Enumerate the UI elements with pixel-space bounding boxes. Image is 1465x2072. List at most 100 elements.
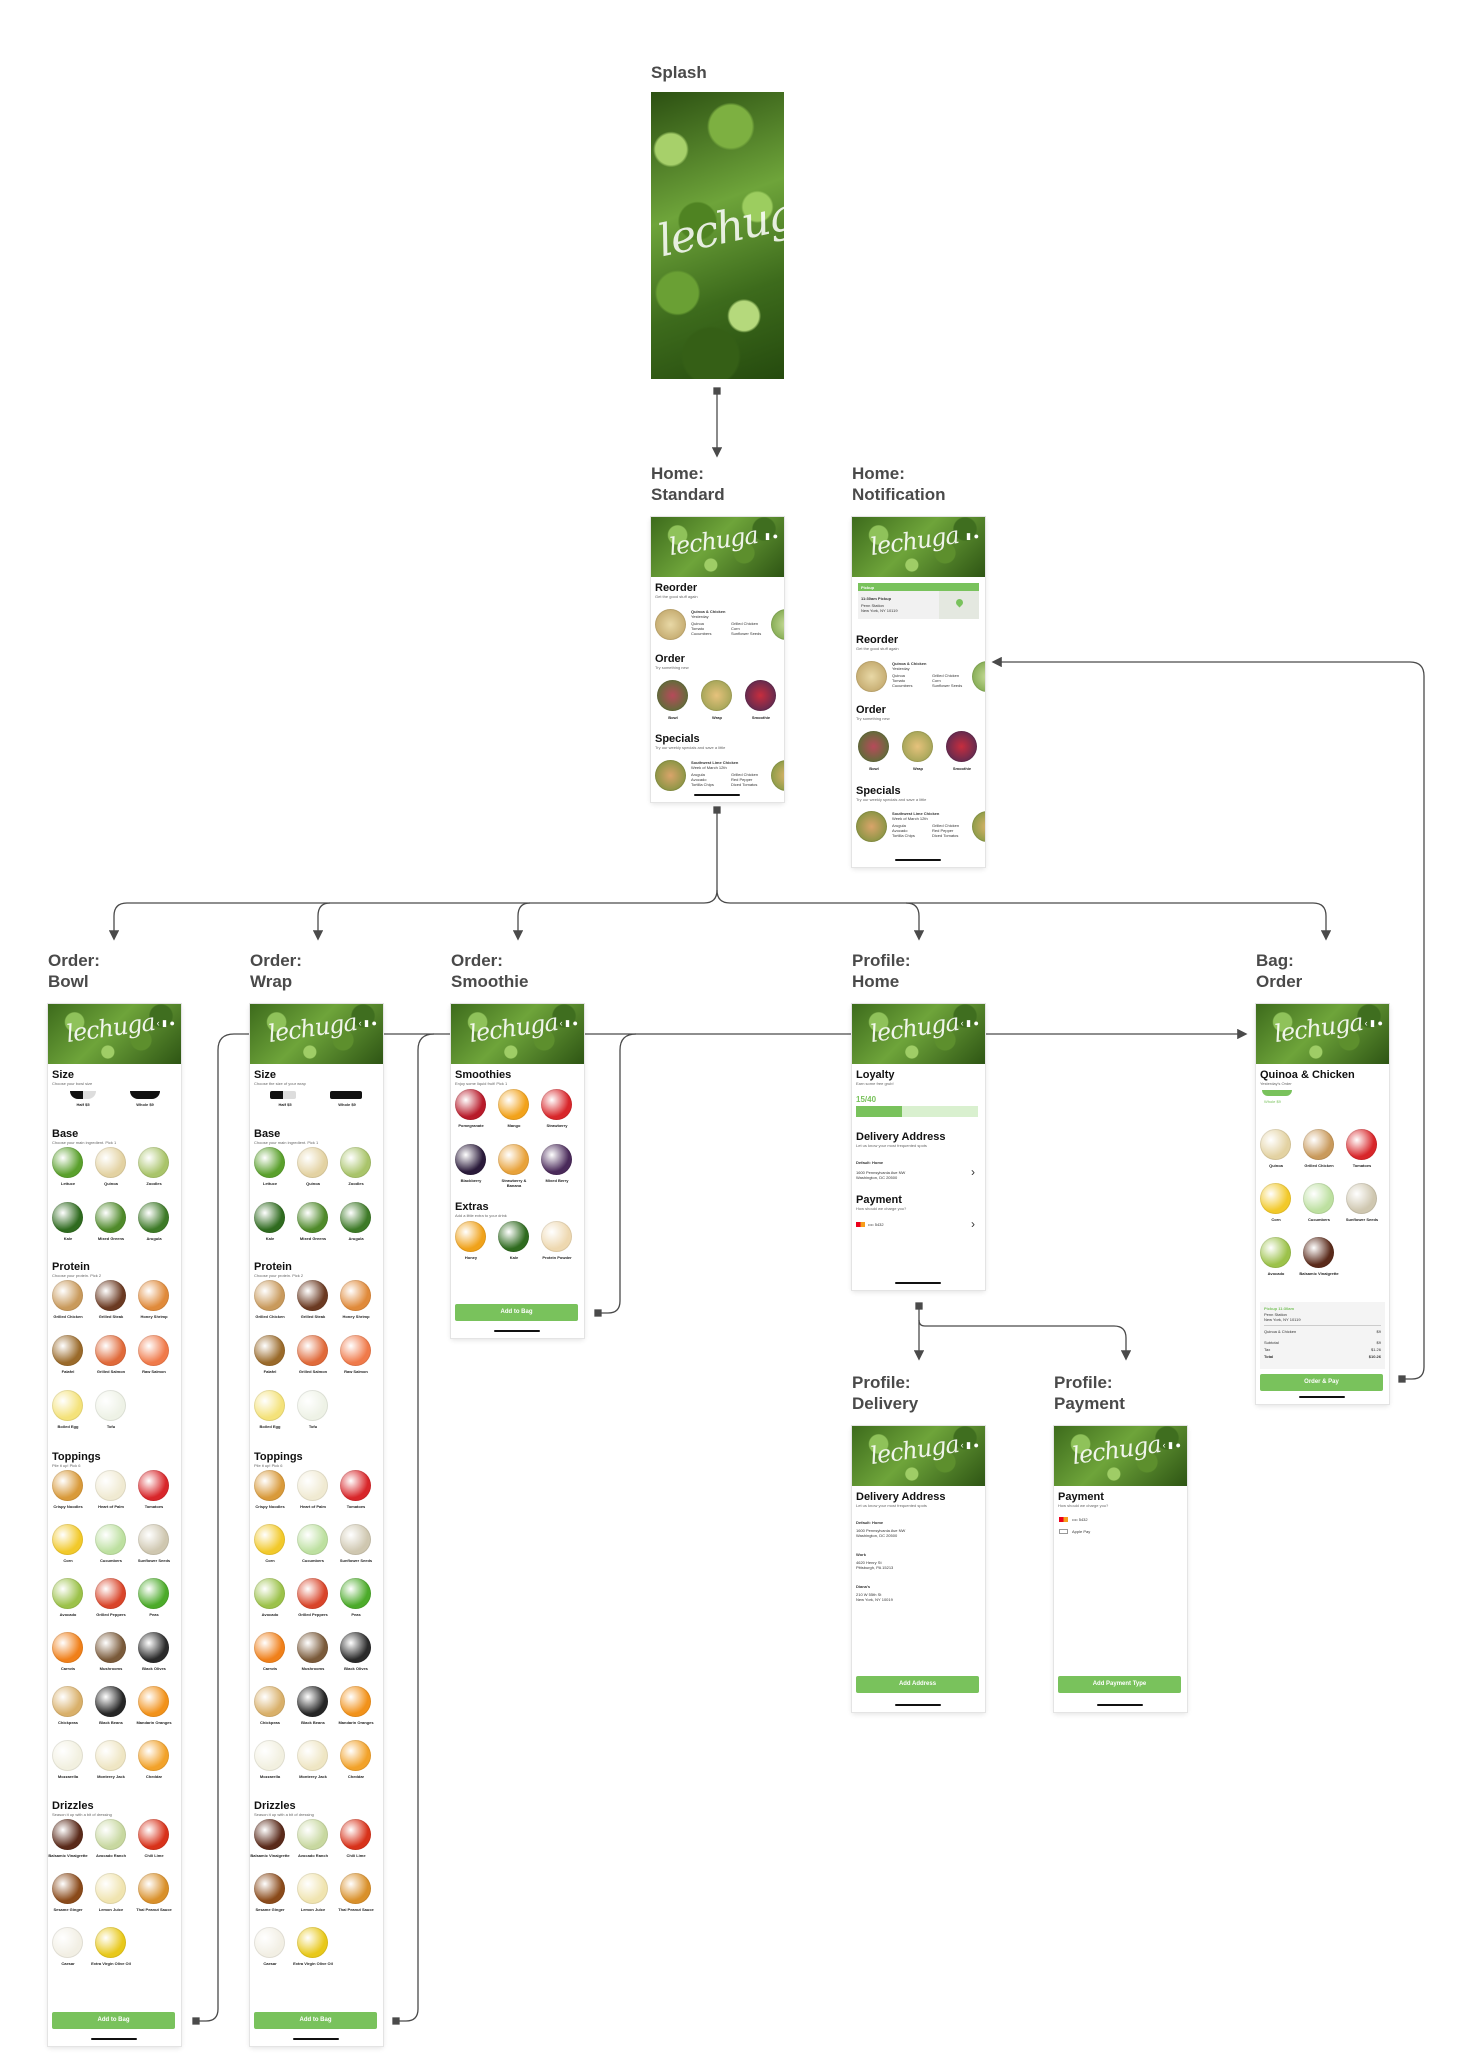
- avocado-ranch-option[interactable]: [297, 1819, 328, 1850]
- extra-virgin-olive-oil-option[interactable]: [297, 1927, 328, 1958]
- grilled-salmon-option[interactable]: [297, 1335, 328, 1366]
- mixed-greens-option[interactable]: [95, 1202, 126, 1233]
- pomegranate-option[interactable]: [455, 1089, 486, 1120]
- header-icons[interactable]: ‹ ▮ ●: [358, 1018, 377, 1028]
- black-beans-option[interactable]: [297, 1686, 328, 1717]
- boiled-egg-option[interactable]: [254, 1390, 285, 1421]
- add-to-bag-button[interactable]: Add to Bag: [254, 2012, 377, 2029]
- whole-size-icon[interactable]: [330, 1091, 362, 1099]
- card-number[interactable]: •••• 5432: [1072, 1517, 1088, 1522]
- chickpeas-option[interactable]: [52, 1686, 83, 1717]
- black-olives-option[interactable]: [138, 1632, 169, 1663]
- header-icons[interactable]: ‹ ▮ ●: [559, 1018, 578, 1028]
- special-photo[interactable]: [655, 760, 686, 791]
- order-smoothie-button[interactable]: [946, 731, 977, 762]
- black-olives-option[interactable]: [340, 1632, 371, 1663]
- grilled-peppers-option[interactable]: [297, 1578, 328, 1609]
- lettuce-option[interactable]: [254, 1147, 285, 1178]
- avocado-option[interactable]: [254, 1578, 285, 1609]
- diana-address-label[interactable]: Diana's: [856, 1584, 871, 1589]
- grilled-peppers-option[interactable]: [95, 1578, 126, 1609]
- sunflower-seeds-option[interactable]: [340, 1524, 371, 1555]
- heart-of-palm-option[interactable]: [95, 1470, 126, 1501]
- sesame-ginger-option[interactable]: [254, 1873, 285, 1904]
- cheddar-option[interactable]: [138, 1740, 169, 1771]
- sesame-ginger-option[interactable]: [52, 1873, 83, 1904]
- apple-pay-label[interactable]: Apple Pay: [1072, 1529, 1091, 1534]
- kale-option[interactable]: [254, 1202, 285, 1233]
- lemon-juice-option[interactable]: [95, 1873, 126, 1904]
- tomatoes-option[interactable]: [340, 1470, 371, 1501]
- thai-peanut-sauce-option[interactable]: [138, 1873, 169, 1904]
- half-size-icon[interactable]: [70, 1091, 96, 1099]
- carrots-option[interactable]: [254, 1632, 285, 1663]
- grilled-chicken-option[interactable]: [254, 1280, 285, 1311]
- avocado-option[interactable]: [52, 1578, 83, 1609]
- grilled-chicken-option[interactable]: [1303, 1129, 1334, 1160]
- header-icons[interactable]: ▮ ●: [966, 531, 979, 541]
- corn-option[interactable]: [52, 1524, 83, 1555]
- crispy-noodles-option[interactable]: [254, 1470, 285, 1501]
- quinoa-option[interactable]: [95, 1147, 126, 1178]
- zoodles-option[interactable]: [340, 1147, 371, 1178]
- peas-option[interactable]: [138, 1578, 169, 1609]
- corn-option[interactable]: [254, 1524, 285, 1555]
- chili-lime-option[interactable]: [340, 1819, 371, 1850]
- heart-of-palm-option[interactable]: [297, 1470, 328, 1501]
- mozzarella-option[interactable]: [254, 1740, 285, 1771]
- tofu-option[interactable]: [297, 1390, 328, 1421]
- order-bowl-button[interactable]: [858, 731, 889, 762]
- pickup-card[interactable]: 11:30am Pickup Penn Station New York, NY…: [858, 591, 979, 619]
- work-address-label[interactable]: Work: [856, 1552, 866, 1557]
- arugula-option[interactable]: [340, 1202, 371, 1233]
- monterey-jack-option[interactable]: [297, 1740, 328, 1771]
- black-beans-option[interactable]: [95, 1686, 126, 1717]
- protein-powder-option[interactable]: [541, 1221, 572, 1252]
- mushrooms-option[interactable]: [95, 1632, 126, 1663]
- whole-size-icon[interactable]: [130, 1091, 160, 1099]
- half-size-icon[interactable]: [270, 1091, 296, 1099]
- kale-option[interactable]: [52, 1202, 83, 1233]
- mushrooms-option[interactable]: [297, 1632, 328, 1663]
- raw-salmon-option[interactable]: [340, 1335, 371, 1366]
- special-next-photo[interactable]: [771, 760, 784, 791]
- delivery-chevron-right-icon[interactable]: ›: [971, 1165, 975, 1179]
- mixed-berry-option[interactable]: [541, 1144, 572, 1175]
- extra-virgin-olive-oil-option[interactable]: [95, 1927, 126, 1958]
- header-icons[interactable]: ▮ ●: [765, 531, 778, 541]
- kale-option[interactable]: [498, 1221, 529, 1252]
- special-photo[interactable]: [856, 811, 887, 842]
- mandarin-oranges-option[interactable]: [340, 1686, 371, 1717]
- avocado-option[interactable]: [1260, 1237, 1291, 1268]
- order-wrap-button[interactable]: [701, 680, 732, 711]
- chili-lime-option[interactable]: [138, 1819, 169, 1850]
- default-address-label[interactable]: Default: Home: [856, 1520, 884, 1525]
- lemon-juice-option[interactable]: [297, 1873, 328, 1904]
- order-wrap-button[interactable]: [902, 731, 933, 762]
- header-icons[interactable]: ‹ ▮ ●: [156, 1018, 175, 1028]
- mandarin-oranges-option[interactable]: [138, 1686, 169, 1717]
- chickpeas-option[interactable]: [254, 1686, 285, 1717]
- add-address-button[interactable]: Add Address: [856, 1676, 979, 1693]
- caesar-option[interactable]: [52, 1927, 83, 1958]
- header-icons[interactable]: ‹ ▮ ●: [1364, 1018, 1383, 1028]
- add-to-bag-button[interactable]: Add to Bag: [52, 2012, 175, 2029]
- cucumbers-option[interactable]: [1303, 1183, 1334, 1214]
- sunflower-seeds-option[interactable]: [138, 1524, 169, 1555]
- quinoa-option[interactable]: [297, 1147, 328, 1178]
- falafel-option[interactable]: [254, 1335, 285, 1366]
- carrots-option[interactable]: [52, 1632, 83, 1663]
- avocado-ranch-option[interactable]: [95, 1819, 126, 1850]
- sunflower-seeds-option[interactable]: [1346, 1183, 1377, 1214]
- raw-salmon-option[interactable]: [138, 1335, 169, 1366]
- caesar-option[interactable]: [254, 1927, 285, 1958]
- tofu-option[interactable]: [95, 1390, 126, 1421]
- balsamic-vinaigrette-option[interactable]: [254, 1819, 285, 1850]
- order-bowl-button[interactable]: [657, 680, 688, 711]
- header-icons[interactable]: ‹ ▮ ●: [960, 1018, 979, 1028]
- mozzarella-option[interactable]: [52, 1740, 83, 1771]
- cucumbers-option[interactable]: [297, 1524, 328, 1555]
- reorder-next-photo[interactable]: [972, 661, 985, 692]
- balsamic-vinaigrette-option[interactable]: [1303, 1237, 1334, 1268]
- grilled-chicken-option[interactable]: [52, 1280, 83, 1311]
